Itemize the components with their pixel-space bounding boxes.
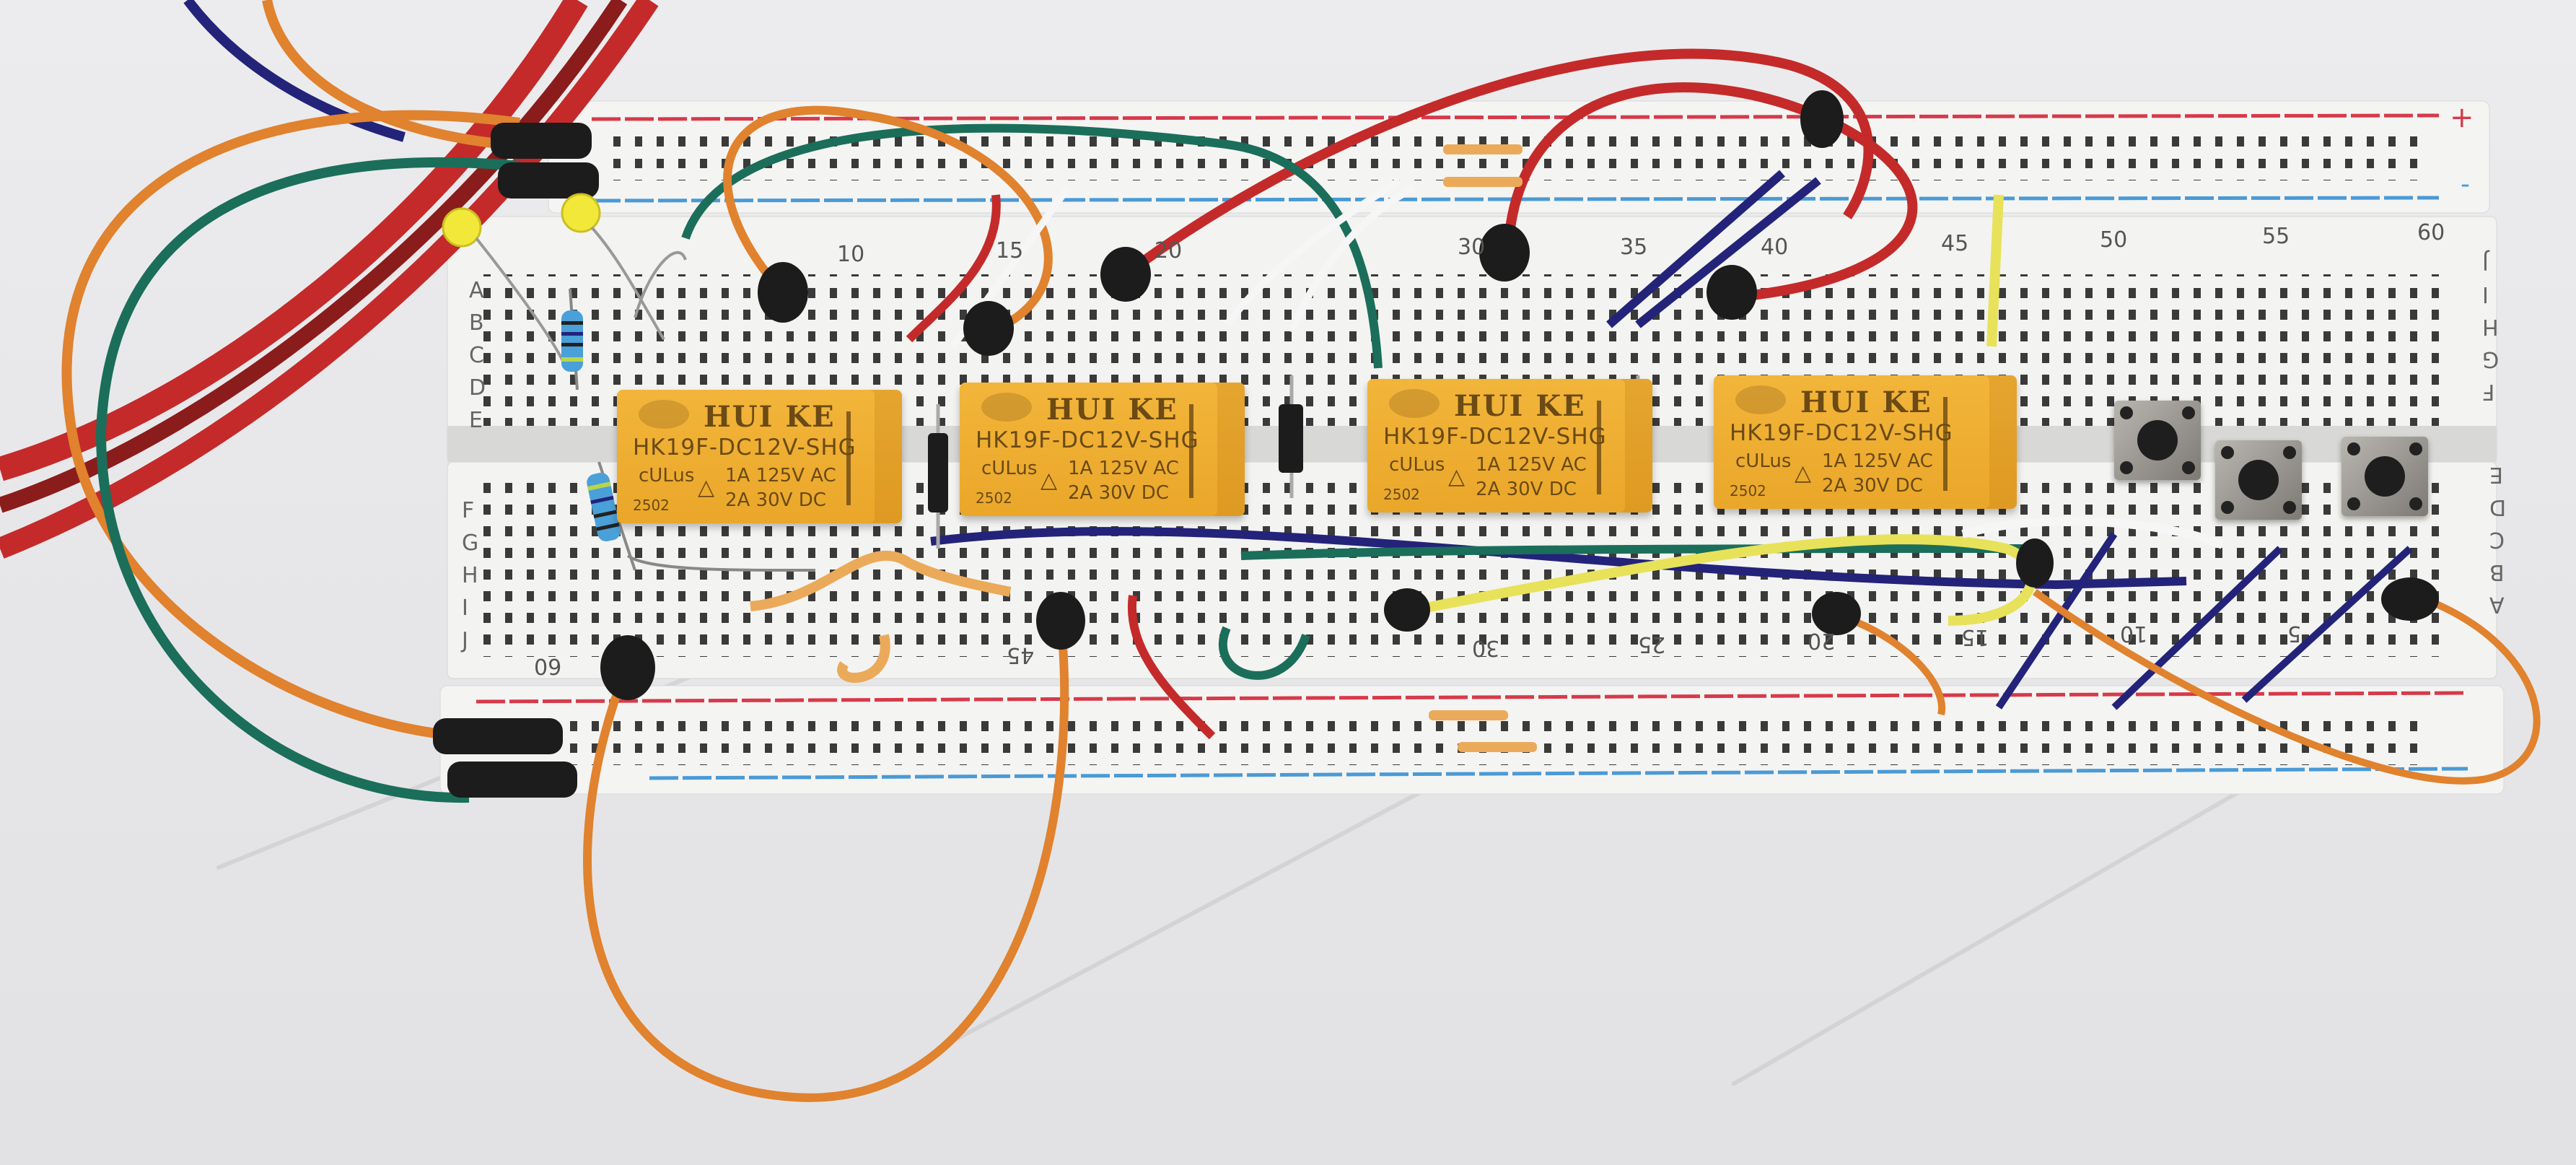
- relay-model: HK19F-DC12V-SHG: [1383, 424, 1607, 450]
- col-label-30-bottom: 30: [1472, 635, 1500, 660]
- relay-brand: HUI KE: [1046, 393, 1178, 427]
- relay-cert: cULus: [639, 465, 695, 486]
- row-label-g: G: [462, 531, 479, 556]
- col-label-10-bottom: 10: [2120, 621, 2148, 646]
- relay-date-code: 2502: [1383, 486, 1420, 503]
- relay-rating-dc: 2A 30V DC: [725, 489, 826, 511]
- col-label-40: 40: [1761, 235, 1789, 260]
- relay-logo-icon: [981, 393, 1032, 422]
- right-row-label-f: F: [2482, 379, 2495, 404]
- relay-rating-dc: 2A 30V DC: [1822, 475, 1923, 497]
- row-label-i: I: [462, 595, 468, 621]
- relay-logo-icon: [1735, 385, 1786, 414]
- relay-3: HUI KE HK19F-DC12V-SHG cULus △ 1A 125V A…: [1367, 379, 1652, 512]
- relay-logo-icon: [1389, 389, 1440, 418]
- relay-date-code: 2502: [633, 497, 670, 514]
- right-row-label-j: J: [2482, 249, 2489, 274]
- relay-stripe: [846, 411, 851, 505]
- row-label-a: A: [469, 278, 484, 303]
- relay-model: HK19F-DC12V-SHG: [1730, 420, 1953, 446]
- relay-model: HK19F-DC12V-SHG: [633, 435, 857, 461]
- col-label-45-bottom: 45: [1007, 642, 1035, 668]
- button-cap[interactable]: [2238, 460, 2279, 500]
- right-row-label-c: C: [2489, 527, 2505, 552]
- relay-rating-ac: 1A 125V AC: [1476, 454, 1587, 476]
- relay-cert: cULus: [1389, 454, 1445, 476]
- warning-triangle-icon: △: [1041, 468, 1058, 493]
- relay-brand: HUI KE: [1800, 385, 1932, 419]
- relay-rating-dc: 2A 30V DC: [1476, 479, 1577, 500]
- col-label-25-bottom: 25: [1638, 632, 1666, 657]
- col-label-60: 60: [2417, 220, 2445, 245]
- col-label-35: 35: [1620, 235, 1648, 260]
- relay-rating-ac: 1A 125V AC: [1822, 450, 1933, 472]
- button-cap[interactable]: [2137, 420, 2178, 461]
- right-row-label-g: G: [2482, 346, 2500, 372]
- push-button-1[interactable]: [2114, 401, 2201, 480]
- push-button-2[interactable]: [2215, 440, 2302, 520]
- right-row-label-a: A: [2489, 592, 2505, 617]
- relay-rating-dc: 2A 30V DC: [1068, 482, 1169, 504]
- relay-brand: HUI KE: [704, 400, 836, 434]
- right-row-label-h: H: [2482, 314, 2499, 339]
- warning-triangle-icon: △: [1795, 461, 1812, 486]
- col-label-30: 30: [1458, 235, 1486, 260]
- relay-logo-icon: [639, 400, 689, 429]
- col-label-20: 20: [1155, 238, 1183, 263]
- relay-rating-ac: 1A 125V AC: [1068, 458, 1179, 479]
- relay-1: HUI KE HK19F-DC12V-SHG cULus △ 1A 125V A…: [617, 390, 902, 523]
- relay-stripe: [1943, 397, 1948, 491]
- col-label-5-bottom: 5: [2287, 621, 2302, 646]
- rail-minus-symbol: -: [2461, 170, 2470, 199]
- col-label-60-bottom: 60: [534, 653, 562, 679]
- col-label-15-bottom: 15: [1961, 624, 1989, 650]
- right-row-label-b: B: [2489, 559, 2505, 585]
- col-label-50: 50: [2100, 227, 2128, 253]
- relay-4: HUI KE HK19F-DC12V-SHG cULus △ 1A 125V A…: [1714, 375, 2017, 509]
- button-cap[interactable]: [2365, 456, 2405, 497]
- top-power-rail: [548, 100, 2490, 214]
- relay-rating-ac: 1A 125V AC: [725, 465, 836, 486]
- row-label-d: D: [469, 375, 486, 401]
- col-label-15: 15: [996, 238, 1024, 263]
- right-row-label-e: E: [2489, 462, 2503, 487]
- row-label-f: F: [462, 498, 475, 523]
- row-label-b: B: [469, 310, 484, 336]
- relay-model: HK19F-DC12V-SHG: [976, 427, 1199, 453]
- relay-date-code: 2502: [976, 489, 1012, 507]
- push-button-3[interactable]: [2341, 437, 2428, 516]
- warning-triangle-icon: △: [1448, 464, 1466, 489]
- relay-cert: cULus: [1735, 450, 1792, 472]
- row-label-j: J: [462, 628, 468, 653]
- relay-cert: cULus: [981, 458, 1038, 479]
- bottom-power-rail: [439, 685, 2505, 795]
- col-label-10: 10: [837, 242, 865, 267]
- row-label-e: E: [469, 408, 483, 433]
- col-label-55: 55: [2262, 224, 2290, 249]
- col-label-20-bottom: 20: [1808, 628, 1836, 653]
- col-label-45: 45: [1941, 231, 1969, 256]
- relay-brand: HUI KE: [1454, 389, 1586, 423]
- right-row-label-i: I: [2482, 282, 2489, 307]
- row-label-c: C: [469, 343, 484, 368]
- relay-stripe: [1597, 401, 1601, 494]
- relay-date-code: 2502: [1730, 482, 1766, 499]
- rail-plus-symbol: +: [2450, 101, 2474, 134]
- relay-stripe: [1189, 404, 1193, 498]
- warning-triangle-icon: △: [698, 475, 715, 500]
- row-label-h: H: [462, 563, 478, 588]
- relay-2: HUI KE HK19F-DC12V-SHG cULus △ 1A 125V A…: [960, 383, 1245, 516]
- right-row-label-d: D: [2489, 494, 2507, 520]
